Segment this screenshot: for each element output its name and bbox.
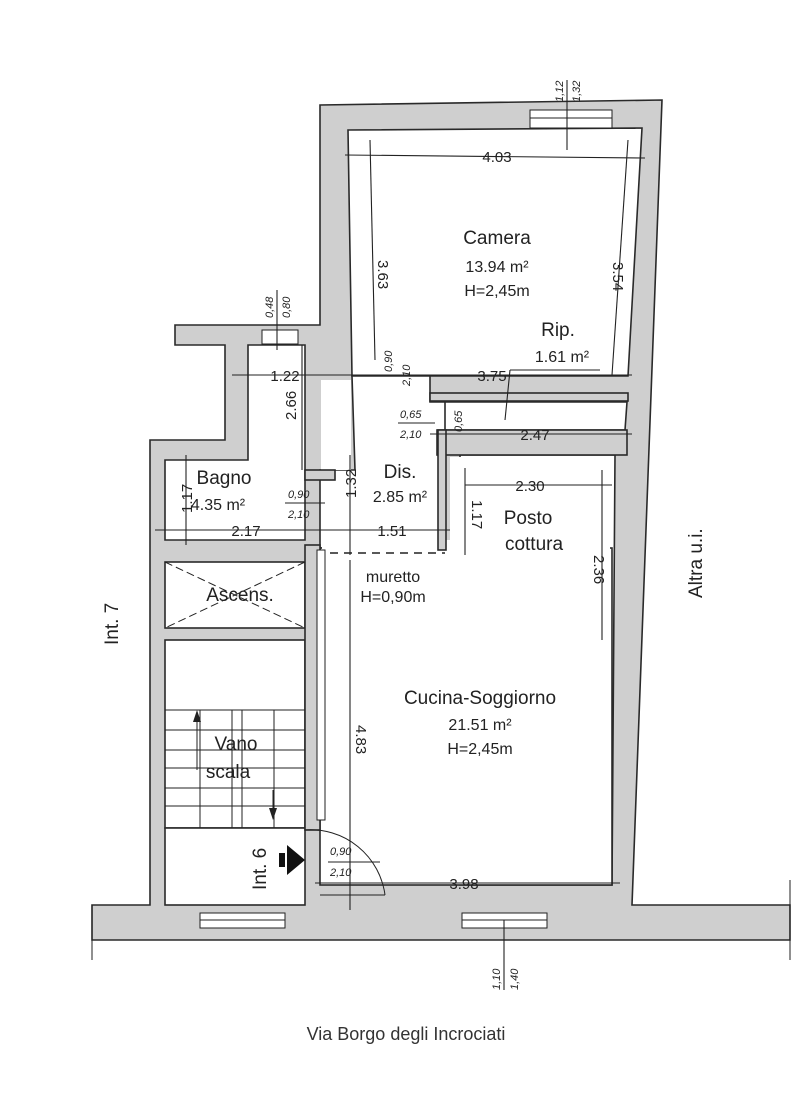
muretto-label: muretto (366, 569, 420, 586)
room-camera-name: Camera (463, 228, 531, 249)
opening-labels: 1,12 1,32 0,48 0,80 0,90 2,10 0,65 2,10 … (264, 81, 583, 990)
dim-cucina-width: 3.98 (449, 876, 478, 893)
dim-camera-width: 4.03 (482, 149, 511, 166)
dim-bagno-height: 2.66 (283, 391, 300, 420)
entry-door-swing (304, 829, 386, 896)
room-bagno-area: 4.35 m² (191, 497, 246, 514)
room-rip-area: 1.61 m² (535, 349, 590, 366)
dim-bagno-left: 1.17 (179, 484, 196, 513)
dim-posto-left: 1.17 (468, 500, 485, 529)
dim-bagno-top: 1.22 (270, 368, 299, 385)
room-camera-height: H=2,45m (464, 283, 529, 300)
neighbor-altra: Altra u.i. (686, 528, 707, 598)
camera-door-width: 0,90 (383, 350, 395, 372)
bagno-step-wall (304, 469, 336, 481)
dimension-labels: 4.03 3.63 3.54 1.22 2.66 3.75 2.47 1.32 … (179, 149, 626, 893)
room-camera (347, 127, 643, 377)
elevator-cross (164, 561, 306, 629)
room-posto-name-2: cottura (505, 534, 564, 555)
room-ascens-name: Ascens. (206, 585, 274, 606)
room-cucina-soggiorno (319, 547, 613, 886)
bagno-door-width: 0,90 (288, 489, 310, 501)
muretto-rail (316, 549, 326, 821)
camera-window-height: 1,32 (571, 81, 583, 102)
room-vano-name-2: scala (206, 762, 251, 783)
dim-rip-width: 2.47 (520, 427, 549, 444)
room-bagno (164, 344, 306, 541)
bagno-window-height: 0,80 (281, 296, 293, 318)
dim-posto-height: 2.36 (590, 555, 607, 584)
neighbor-int7: Int. 7 (102, 603, 123, 645)
entrance-arrow-icon (287, 845, 305, 875)
room-dis-area: 2.85 m² (373, 489, 428, 506)
room-posto-name: Posto (504, 508, 553, 529)
bagno-window-width: 0,48 (264, 296, 276, 318)
room-cucina-name: Cucina-Soggiorno (404, 688, 556, 709)
dim-camera-left: 3.63 (374, 260, 391, 289)
dim-posto-width: 2.30 (515, 478, 544, 495)
rip-door-height: 2,10 (399, 429, 422, 441)
dim-bagno-width: 2.17 (231, 523, 260, 540)
entry-door-width: 0,90 (330, 846, 352, 858)
muretto-height: H=0,90m (360, 589, 425, 606)
camera-window[interactable] (529, 109, 613, 129)
camera-door-height: 2,10 (401, 364, 413, 387)
open-seam (450, 457, 610, 557)
neighbor-int6: Int. 6 (250, 848, 271, 890)
entry-door-height: 2,10 (329, 867, 352, 879)
dim-dis-height: 1.32 (343, 469, 360, 498)
dimension-lines (155, 80, 646, 990)
room-cucina-area: 21.51 m² (448, 717, 512, 734)
entrance-arrow-icon-tail (279, 853, 285, 867)
dis-partition (437, 429, 447, 551)
stair-treads (165, 709, 305, 828)
rip-door-width: 0,65 (400, 409, 422, 421)
open-seam (321, 380, 351, 470)
room-rip-name: Rip. (541, 320, 575, 341)
camera-window-width: 1,12 (554, 81, 566, 102)
dim-dis-width: 1.51 (377, 523, 406, 540)
room-bagno-name: Bagno (197, 468, 252, 489)
dim-camera-bottom: 3.75 (477, 368, 506, 385)
room-camera-area: 13.94 m² (465, 259, 529, 276)
room-vano-name: Vano (215, 734, 258, 755)
room-cucina-height: H=2,45m (447, 741, 512, 758)
room-dis-name: Dis. (384, 462, 417, 483)
bagno-window[interactable] (261, 329, 299, 345)
dim-camera-right: 3.54 (609, 262, 626, 291)
dim-cucina-left: 4.83 (352, 725, 369, 754)
rip-wall (429, 392, 629, 402)
street-window-height: 1,40 (509, 968, 521, 990)
street-window-width: 1,10 (491, 968, 503, 990)
street-name: Via Borgo degli Incrociati (307, 1024, 506, 1044)
bagno-door-height: 2,10 (287, 509, 310, 521)
rip-door-side: 0,65 (453, 410, 465, 432)
